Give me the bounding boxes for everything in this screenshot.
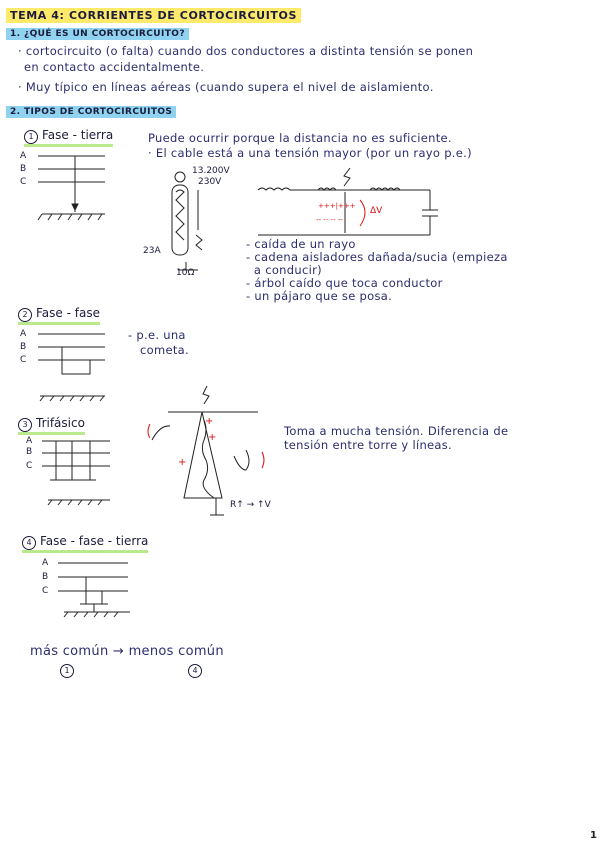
type1-cause-2: - cadena aisladores dañada/sucia (empiez…: [246, 250, 508, 264]
type3-name: Trifásico: [36, 416, 85, 430]
scale-row: más común → menos común: [30, 644, 224, 659]
type1-number-icon: 1: [24, 130, 38, 144]
section1-heading: 1. ¿QUÉ ES UN CORTOCIRCUITO?: [6, 28, 189, 40]
type1-cause-4: - árbol caído que toca conductor: [246, 276, 443, 290]
page-title: TEMA 4: CORRIENTES DE CORTOCIRCUITOS: [6, 8, 301, 23]
scale-right-number-icon: 4: [188, 664, 202, 678]
type3-phase-c: C: [26, 461, 33, 471]
type1-cause-5: - un pájaro que se posa.: [246, 289, 393, 303]
type1-fig-label-13200: 13.200V: [192, 166, 230, 176]
type2-number-icon: 2: [18, 308, 32, 322]
scale-right: menos común: [128, 644, 224, 659]
type2-heading: 2 Fase - fase: [18, 306, 100, 325]
type2-phase-a: A: [20, 329, 27, 339]
type3-desc1: Toma a mucha tensión. Diferencia de: [284, 424, 509, 438]
page-number: 1: [590, 830, 597, 841]
type4-name: Fase - fase - tierra: [40, 534, 149, 548]
type1-phase-a: A: [20, 151, 27, 161]
svg-text:-- -- -- --: -- -- -- --: [316, 216, 343, 224]
type1-cause-3: a conducir): [246, 263, 322, 277]
svg-text:+: +: [208, 432, 216, 443]
type2-note2: cometa.: [140, 343, 189, 357]
type3-desc2: tensión entre torre y líneas.: [284, 438, 453, 452]
type1-fig-label-deltav: ΔV: [370, 206, 383, 216]
svg-text:+: +: [205, 416, 213, 427]
type3-fig-label: R↑ → ↑V: [230, 500, 271, 510]
scale-arrow-icon: →: [112, 644, 125, 659]
svg-text:+++|+++: +++|+++: [318, 202, 356, 210]
section1-line3: · Muy típico en líneas aéreas (cuando su…: [18, 80, 434, 94]
type2-name: Fase - fase: [36, 306, 100, 320]
type1-heading: 1 Fase - tierra: [24, 128, 114, 147]
type4-heading: 4 Fase - fase - tierra: [22, 534, 149, 553]
type1-fig-label-23a: 23A: [143, 246, 161, 256]
type1-name: Fase - tierra: [42, 128, 114, 142]
type2-note1: - p.e. una: [128, 328, 186, 342]
type4-number-icon: 4: [22, 536, 36, 550]
section1-line2: en contacto accidentalmente.: [24, 60, 205, 74]
type1-phase-c: C: [20, 177, 27, 187]
type4-phase-b: B: [42, 572, 49, 582]
svg-text:+: +: [178, 457, 186, 468]
type1-fig-label-230: 230V: [198, 177, 222, 187]
type3-number-icon: 3: [18, 418, 32, 432]
type4-phase-a: A: [42, 558, 49, 568]
type1-desc2: · El cable está a una tensión mayor (por…: [148, 146, 472, 160]
type1-phase-b: B: [20, 164, 27, 174]
type3-phase-b: B: [26, 447, 33, 457]
type4-phase-c: C: [42, 586, 49, 596]
section2-heading: 2. TIPOS DE CORTOCIRCUITOS: [6, 106, 177, 118]
type2-phase-c: C: [20, 355, 27, 365]
type2-phase-b: B: [20, 342, 27, 352]
type1-fig-label-10ohm: 10Ω: [176, 268, 195, 278]
section1-line1: · cortocircuito (o falta) cuando dos con…: [18, 44, 474, 58]
type1-desc1: Puede ocurrir porque la distancia no es …: [148, 131, 452, 145]
type1-cause-1: - caída de un rayo: [246, 237, 356, 251]
type3-phase-a: A: [26, 436, 33, 446]
scale-left: más común: [30, 644, 109, 659]
scale-left-number-icon: 1: [60, 664, 74, 678]
type3-heading: 3 Trifásico: [18, 416, 85, 435]
